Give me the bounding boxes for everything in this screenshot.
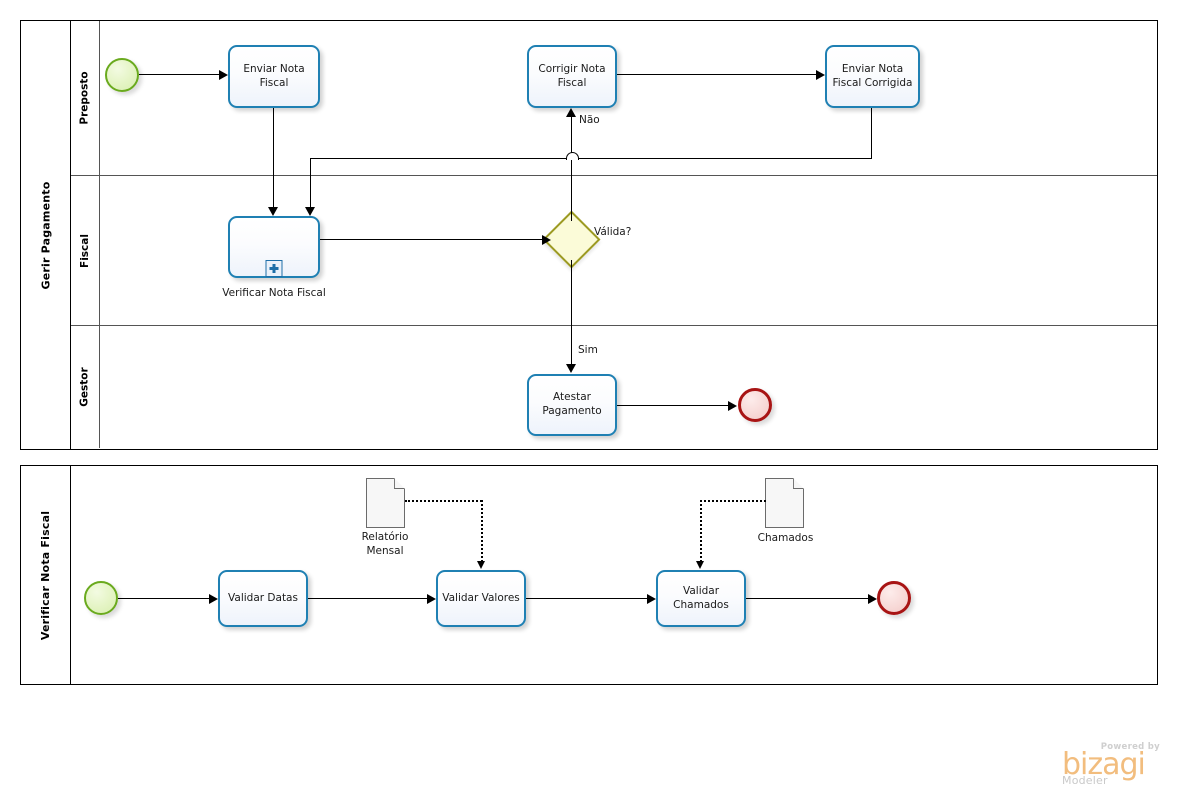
pool-title-verificar-nota-fiscal: Verificar Nota Fiscal [39,510,52,640]
arrow-start2-to-validar-datas [209,594,218,604]
data-object-label-chamados: Chamados [757,532,814,544]
flow-chamados-to-end [746,598,868,600]
flow-datas-to-valores [308,598,427,600]
flow-verificar-to-gateway [320,239,542,241]
arrow-chamados-to-end [868,594,877,604]
lane-gestor: Gestor [71,326,1157,448]
document-icon [366,478,405,528]
association-relatorio-horizontal [405,500,482,502]
task-corrigir-nota-fiscal[interactable]: Corrigir Nota Fiscal [527,45,617,108]
flow-start2-to-validar-datas [118,598,209,600]
task-validar-chamados[interactable]: Validar Chamados [656,570,746,627]
flow-label-sim: Sim [578,344,598,356]
logo-product-modeler: Modeler [1062,773,1108,787]
task-label-validar-chamados-line1: Validar [682,584,720,597]
pool-header-verificar-nota-fiscal: Verificar Nota Fiscal [21,466,71,684]
document-fold-icon [394,478,405,489]
flow-start-to-enviar [139,74,219,76]
arrow-corrigida-into-verificar [305,207,315,216]
data-object-relatorio-mensal[interactable] [366,478,405,528]
subprocess-label-verificar-nota-fiscal: Verificar Nota Fiscal [222,287,326,299]
association-relatorio-vertical [481,500,483,562]
flow-line-hop [566,152,579,160]
arrow-gateway-to-atestar [566,364,576,373]
task-label-atestar-pagamento-line2: Pagamento [542,405,602,417]
end-event-gestor[interactable] [738,388,772,422]
lane-title-fiscal: Fiscal [79,233,91,268]
logo-powered-by: Powered by [1100,742,1160,752]
data-object-chamados[interactable] [765,478,804,528]
task-label-corrigir-nota-fiscal-line2: Fiscal [557,76,587,89]
arrow-gateway-to-corrigir [566,108,576,117]
end-event-verificar[interactable] [877,581,911,615]
logo-bizagi-wordmark: bizagi [1062,747,1146,782]
task-validar-valores[interactable]: Validar Valores [436,570,526,627]
task-label-enviar-nota-fiscal-line2: Fiscal [259,76,289,89]
lane-header-gestor: Gestor [71,326,100,448]
flow-label-nao: Não [579,114,600,126]
task-label-corrigir-nota-fiscal-line1: Corrigir Nota [538,62,606,75]
document-icon-2 [765,478,804,528]
task-enviar-nota-fiscal[interactable]: Enviar Nota Fiscal [228,45,320,108]
lane-header-preposto: Preposto [71,21,100,175]
relatorio-label-line1: Relatório [361,531,409,543]
task-label-validar-valores: Validar Valores [442,591,520,604]
start-event-verificar[interactable] [84,581,118,615]
flow-corrigida-left [310,158,872,160]
task-enviar-nota-fiscal-corrigida[interactable]: Enviar Nota Fiscal Corrigida [825,45,920,108]
document-fold-icon-2 [793,478,804,489]
subprocess-verificar-nota-fiscal[interactable] [228,216,320,278]
data-object-label-relatorio-mensal: Relatório Mensal [330,530,440,558]
flow-corrigida-into-verificar [310,158,312,208]
pool-title-gerir-pagamento: Gerir Pagamento [39,181,52,289]
bizagi-logo: Powered by bizagi Modeler [1062,742,1162,787]
arrow-valores-to-chamados [647,594,656,604]
arrow-association-chamados [696,561,704,569]
lane-header-fiscal: Fiscal [71,176,100,325]
task-label-validar-chamados-line2: Chamados [673,598,729,611]
flow-gateway-to-atestar [571,260,573,365]
association-chamados-vertical [700,500,702,562]
lane-fiscal: Fiscal [71,176,1157,326]
arrow-start-to-enviar [219,70,228,80]
arrow-verificar-to-gateway [542,235,551,245]
task-atestar-pagamento[interactable]: Atestar Pagamento [527,374,617,436]
flow-corrigida-down [871,108,873,159]
start-event-preposto[interactable] [105,58,139,92]
task-label-enviar-nota-corrigida-line1: Enviar Nota [841,62,904,75]
subprocess-expand-icon[interactable] [265,260,283,277]
lane-title-preposto: Preposto [79,71,91,125]
lane-preposto: Preposto [71,21,1157,176]
task-label-enviar-nota-corrigida-line2: Fiscal Corrigida [832,76,913,89]
arrow-association-relatorio [477,561,485,569]
task-validar-datas[interactable]: Validar Datas [218,570,308,627]
task-label-enviar-nota-fiscal-line1: Enviar Nota [243,62,305,75]
flow-atestar-to-end [617,405,729,407]
task-label-atestar-pagamento-line1: Atestar [553,391,591,404]
gateway-valida[interactable] [542,210,601,269]
arrow-corrigir-to-enviar-corrigida [816,70,825,80]
arrow-atestar-to-end [728,401,737,411]
pool-header-gerir-pagamento: Gerir Pagamento [21,21,71,449]
arrow-enviar-to-verificar [268,207,278,216]
flow-corrigir-to-enviar-corrigida [617,74,817,76]
pool-verificar-nota-fiscal: Verificar Nota Fiscal [20,465,1158,685]
gateway-label-valida: Válida? [594,226,632,238]
association-chamados-horizontal [700,500,766,502]
flow-enviar-to-verificar [273,108,275,208]
flow-gateway-to-corrigir [571,117,573,221]
relatorio-label-line2: Mensal [366,545,404,558]
task-label-validar-datas: Validar Datas [228,591,298,604]
flow-valores-to-chamados [526,598,647,600]
arrow-datas-to-valores [427,594,436,604]
lane-title-gestor: Gestor [79,367,91,407]
